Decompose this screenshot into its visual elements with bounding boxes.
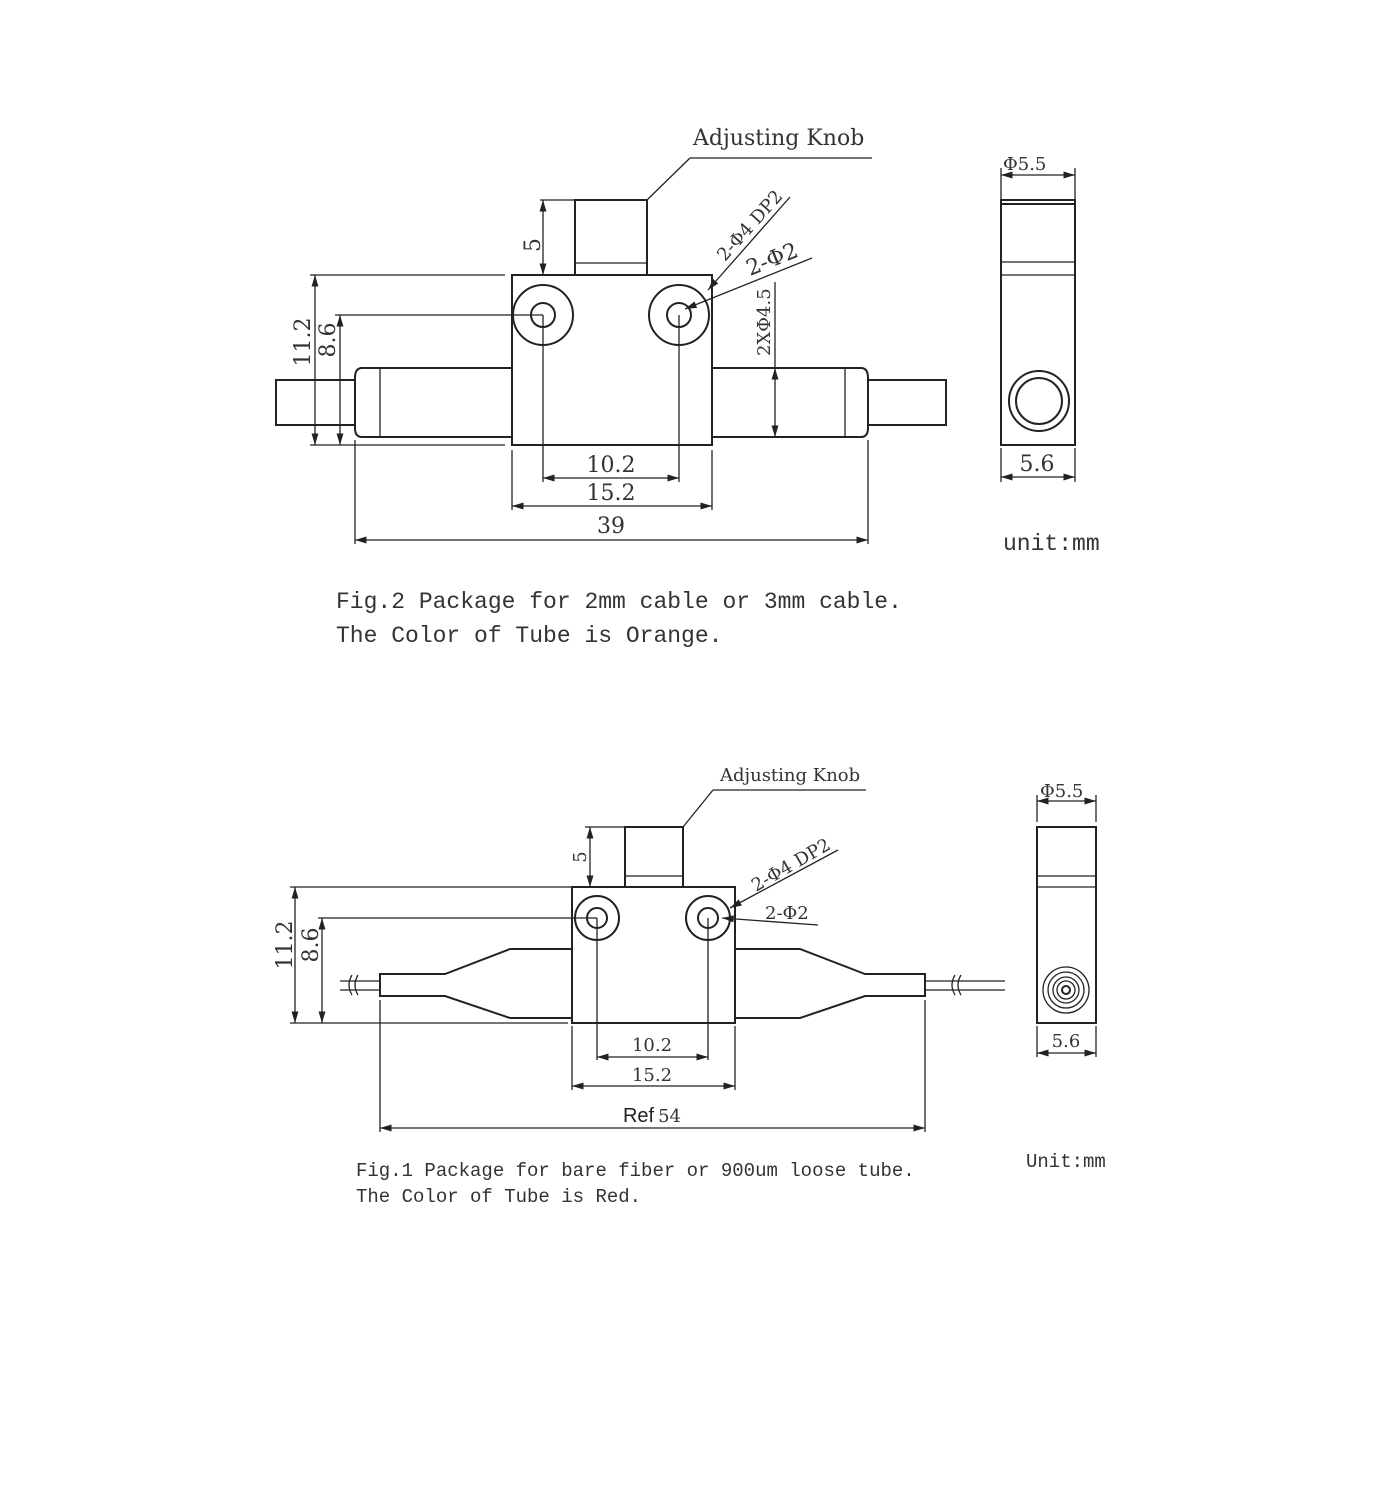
fig1-caption-line2: The Color of Tube is Red. — [356, 1186, 641, 1208]
fig1-side-dia: Φ5.5 — [1040, 781, 1083, 802]
fig2-dim-height: 11.2 — [291, 318, 316, 367]
fig2-caption-line2: The Color of Tube is Orange. — [336, 623, 722, 649]
fig2-dim-total: 39 — [597, 514, 625, 539]
fig1-front-view: Adjusting Knob 5 2-Φ4 DP2 2-Φ2 11.2 8.6 … — [273, 765, 1005, 1132]
fig2-dim-holes: 10.2 — [587, 453, 636, 478]
fig1-left-tube — [379, 948, 572, 1019]
fig1-knob-label: Adjusting Knob — [719, 765, 860, 786]
fig1-side-view: Φ5.5 5.6 — [1036, 781, 1097, 1057]
fig1-dim-body: 15.2 — [632, 1065, 672, 1086]
fig1-body — [571, 886, 736, 1024]
fig2-dim-center: 8.6 — [316, 323, 341, 358]
fig1-dim-holes: 10.2 — [632, 1035, 672, 1056]
fig2-caption-line1: Fig.2 Package for 2mm cable or 3mm cable… — [336, 589, 902, 615]
fig1-hole-label-2: 2-Φ2 — [765, 903, 809, 924]
fig2-side-dia: Φ5.5 — [1003, 154, 1046, 175]
fig2-front-view: Adjusting Knob 5 2-Φ4 DP2 2-Φ2 2XΦ4.5 11… — [275, 126, 947, 544]
fig2-hole-label-2: 2-Φ2 — [743, 238, 802, 281]
fig2-dim-body: 15.2 — [587, 481, 636, 506]
fig1-caption-line1: Fig.1 Package for bare fiber or 900um lo… — [356, 1160, 915, 1182]
fig1-left-fiber-break — [348, 974, 359, 996]
fig2-unit: unit:mm — [1003, 531, 1100, 557]
fig2-left-tube — [354, 367, 512, 438]
fig1-dim-center: 8.6 — [299, 928, 324, 963]
fig2-right-cable — [867, 379, 947, 426]
fig2-side-width: 5.6 — [1020, 452, 1055, 477]
fig2-dim-knob: 5 — [521, 238, 546, 252]
fig2-tube-dia: 2XΦ4.5 — [754, 288, 775, 356]
fig1-right-fiber-break — [951, 974, 962, 996]
fig1-dim-knob: 5 — [570, 851, 591, 862]
fig2-adjusting-knob — [574, 199, 648, 276]
fig1-adjusting-knob — [624, 826, 684, 888]
fig1-side-width: 5.6 — [1052, 1031, 1081, 1052]
fig1-right-tube — [735, 948, 926, 1019]
fig2-knob-label: Adjusting Knob — [692, 126, 864, 151]
fig1-dim-height: 11.2 — [273, 921, 298, 970]
fig2-side-view: Φ5.5 5.6 — [1000, 154, 1076, 482]
fig2-body — [511, 274, 713, 446]
fig1-hole-label-1: 2-Φ4 DP2 — [748, 834, 834, 896]
fig1-unit: Unit:mm — [1026, 1151, 1106, 1173]
